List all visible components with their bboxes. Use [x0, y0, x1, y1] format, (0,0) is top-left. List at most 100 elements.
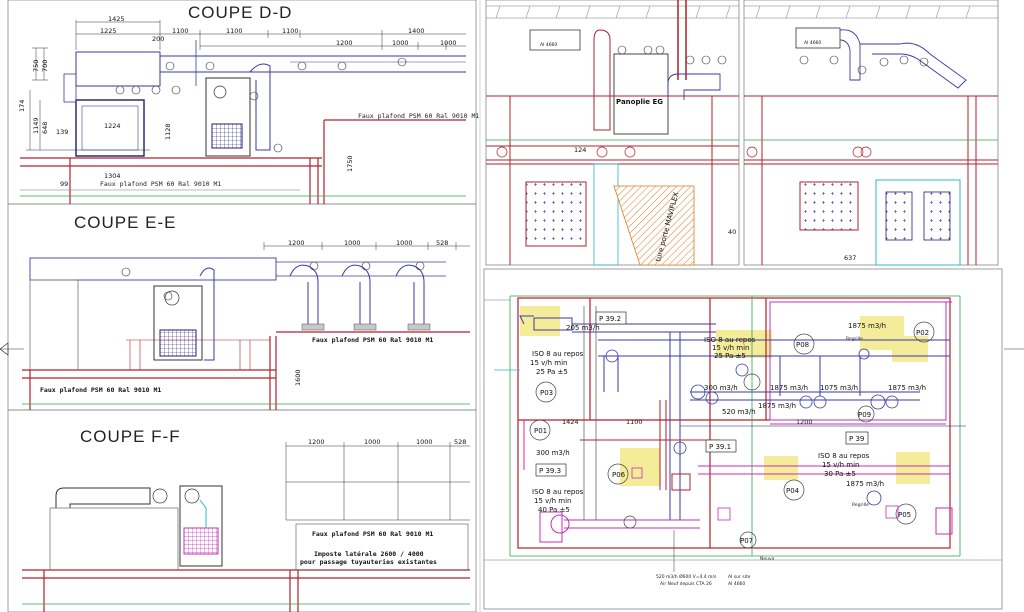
point-p07: P07	[740, 537, 753, 545]
dim-648: 648	[41, 122, 49, 134]
ee-vertical-duct	[199, 267, 215, 361]
dim-1400: 1400	[408, 27, 425, 35]
section-dd: COUPE D-D 1425 1225 200 1100 1100 1100 1…	[18, 3, 479, 204]
tc-dim-40: 40	[728, 228, 736, 236]
point-p02: P02	[916, 329, 929, 337]
dim-139: 139	[56, 128, 68, 136]
dim-1425: 1425	[108, 15, 125, 23]
fan-coil-grille	[211, 123, 243, 149]
section-ff-title: COUPE F-F	[80, 427, 181, 446]
tc-circles	[496, 146, 636, 158]
tc-structure	[486, 95, 739, 265]
tr-structure	[744, 95, 998, 265]
airflow-1075: 1075 m3/h	[820, 384, 858, 392]
frame-view-top-right	[743, 0, 999, 266]
tr-supply-diffuser	[799, 181, 859, 231]
airflow-300-left: 300 m3/h	[536, 449, 570, 457]
pressure-p393: P 39.3	[539, 467, 561, 475]
zone-lower-right-line3: 30 Pa ±5	[824, 470, 856, 478]
section-dd-ceiling-bottom: Faux plafond PSM 60 Ral 9010 M1	[100, 180, 221, 188]
fan-coil-unit	[205, 77, 251, 157]
plan-dim-1100: 1100	[626, 418, 643, 426]
plan-magenta-squares	[631, 467, 899, 521]
section-dd-dimension-chain	[75, 20, 466, 50]
tc-panoplie-label: Panoplie EG	[616, 98, 663, 106]
tr-duct-run	[839, 29, 967, 89]
dim-1100-c: 1100	[282, 27, 299, 35]
airflow-520: 520 m3/h	[722, 408, 756, 416]
airflow-1875-b: 1875 m3/h	[888, 384, 926, 392]
diffuser-tags	[115, 57, 407, 153]
plan-dim-1200: 1200	[796, 418, 813, 426]
ff-ahu-body	[49, 507, 179, 571]
fan-coil-fan	[213, 85, 227, 99]
dim-ff-1200: 1200	[308, 438, 325, 446]
frame-floor-plan	[483, 268, 1003, 610]
tc-supply-diffuser	[525, 181, 587, 247]
point-p09: P09	[858, 411, 871, 419]
dim-700: 700	[41, 60, 49, 72]
tc-red-pipe	[593, 29, 611, 131]
tc-ceiling-hatch	[486, 5, 739, 19]
point-p06: P06	[612, 471, 626, 479]
dim-1224: 1224	[104, 122, 121, 130]
tc-left-duct	[529, 29, 581, 51]
dim-1100-b: 1100	[226, 27, 243, 35]
section-ee-piping	[126, 339, 270, 370]
plan-bottom-note-4: AI 4660	[728, 581, 745, 587]
dim-ee-1600: 1600	[294, 369, 302, 386]
ff-supply-elbow	[55, 487, 151, 508]
pressure-p39: P 39	[849, 435, 864, 443]
dim-ee-1000-b: 1000	[396, 239, 413, 247]
section-ee-title: COUPE E-E	[74, 213, 177, 232]
zone-left-line2: 15 v/h min	[530, 359, 568, 367]
ee-tags	[121, 261, 425, 301]
ff-fan-coil	[179, 485, 223, 567]
dim-ee-1000-a: 1000	[344, 239, 361, 247]
ee-duct-drops	[289, 264, 425, 327]
ahu-lower-inner	[81, 105, 139, 151]
dim-ff-528: 528	[454, 438, 466, 446]
frame-section-ff	[7, 409, 477, 612]
zone-lower-left-line2: 15 v/h min	[534, 497, 572, 505]
plan-walls-magenta	[539, 301, 953, 543]
ee-fan	[164, 290, 180, 306]
plan-pressure-boxes	[535, 311, 869, 477]
tr-door-grille-left	[885, 191, 913, 241]
point-p05: P05	[898, 511, 911, 519]
tc-tags	[617, 45, 727, 65]
dim-1149: 1149	[32, 117, 40, 134]
ee-duct-main	[29, 257, 277, 281]
section-ee-dimension-chain	[263, 242, 470, 250]
tr-left-duct	[795, 27, 841, 49]
ff-imposte-line1: Imposte latérale 2600 / 4000	[314, 550, 424, 558]
dim-99: 99	[60, 180, 68, 188]
ff-ceiling: Faux plafond PSM 60 Ral 9010 M1	[312, 530, 433, 538]
ff-fan-coil-grille	[183, 527, 219, 555]
dim-ff-1000-b: 1000	[416, 438, 433, 446]
ahu-lower-box	[75, 99, 145, 157]
dim-200: 200	[152, 35, 164, 43]
plan-red-pipes	[580, 400, 720, 491]
plan-regrille-1: Regrille	[846, 336, 863, 342]
section-ee: COUPE E-E 1200 1000 1000 528	[22, 213, 470, 410]
plan-regrille-2: Regrille	[852, 502, 869, 508]
section-ff-grid	[285, 442, 470, 521]
dim-ff-1000-a: 1000	[364, 438, 381, 446]
zone-lower-left-line3: 40 Pa ±5	[538, 506, 570, 514]
section-dd-ceiling-right: Faux plafond PSM 60 Ral 9010 M1	[358, 112, 479, 120]
plan-walls-red	[517, 297, 951, 549]
airflow-205: 205 m3/h	[566, 324, 600, 332]
dim-1304: 1304	[104, 172, 121, 180]
plan-bottom-note-3: AI sur site	[728, 574, 751, 580]
ee-fan-coil	[153, 285, 203, 361]
ff-cyan-pipe	[199, 499, 207, 528]
tc-cyan-frame	[593, 163, 619, 266]
dim-1225: 1225	[100, 27, 117, 35]
ee-ahu	[29, 279, 79, 371]
ff-imposte-line2: pour passage tuyauteries existantes	[300, 558, 437, 566]
section-ee-ceiling-right: Faux plafond PSM 60 Ral 9010 M1	[312, 336, 433, 344]
plan-diffusers	[605, 348, 899, 506]
tc-ai-tag: AI 4660	[540, 42, 557, 48]
